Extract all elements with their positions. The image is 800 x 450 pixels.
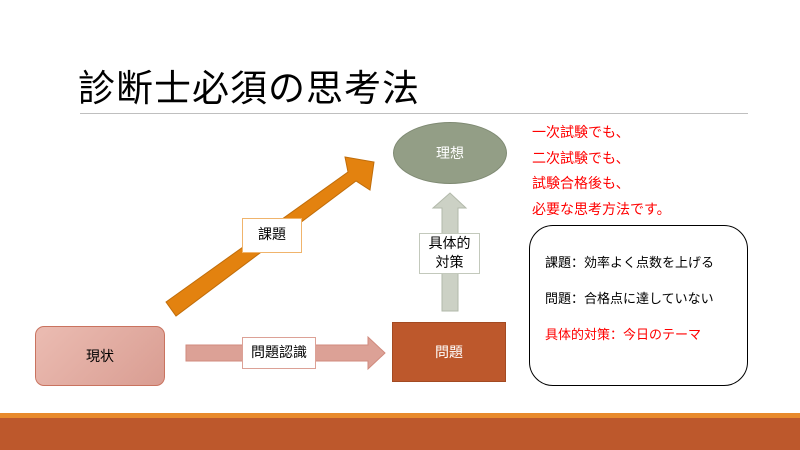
footer-band <box>0 418 800 450</box>
footer-stripe <box>0 413 800 418</box>
measures-label-line2: 対策 <box>435 254 464 271</box>
summary-problem: 問題：合格点に達していない <box>545 292 714 307</box>
measures-label: 具体的 対策 <box>419 233 480 274</box>
summary-task: 課題：効率よく点数を上げる <box>545 256 715 271</box>
note-line: 一次試験でも、 <box>532 125 630 141</box>
note-line: 試験合格後も、 <box>532 176 630 192</box>
task-label: 課題 <box>242 218 302 253</box>
problem-box: 問題 <box>392 322 506 382</box>
measures-label-line1: 具体的 <box>428 235 471 252</box>
problem-recognition-label: 問題認識 <box>242 337 316 369</box>
note-line: 二次試験でも、 <box>532 150 630 167</box>
title-divider <box>80 113 748 114</box>
note-line: 必要な思考方法です。 <box>532 201 671 218</box>
notes: 一次試験でも、 二次試験でも、 試験合格後も、 必要な思考方法です。 <box>532 121 671 223</box>
page-title: 診断士必須の思考法 <box>78 67 420 110</box>
ideal-ellipse: 理想 <box>393 122 507 184</box>
current-state-box: 現状 <box>35 326 165 386</box>
summary-measures: 具体的対策：今日のテーマ <box>545 328 702 343</box>
summary-box: 課題：効率よく点数を上げる 問題：合格点に達していない 具体的対策：今日のテーマ <box>529 225 748 386</box>
